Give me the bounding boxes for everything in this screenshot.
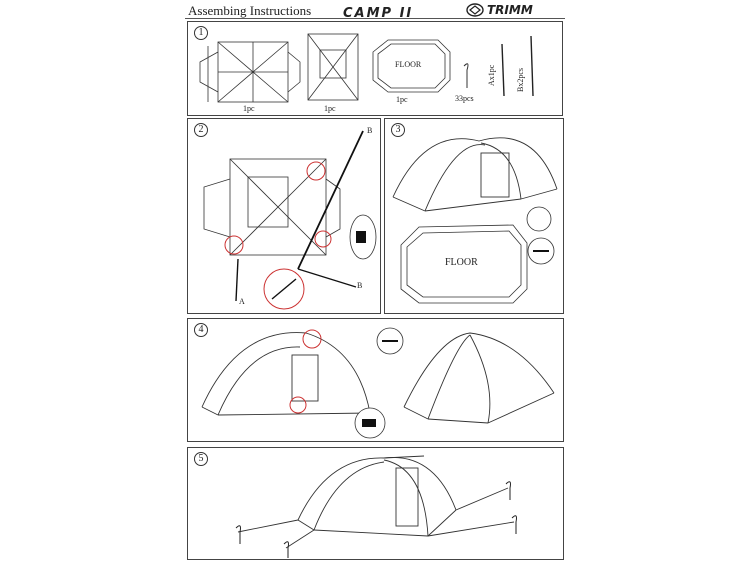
- step-2-pole-insertion-illustration: [203, 130, 377, 310]
- inner-tent-flat-drawing: [307, 33, 359, 101]
- step-3-floor-attach-illustration: [392, 137, 558, 304]
- step-number: 1: [194, 26, 208, 40]
- pole-b-label-top: B: [367, 126, 373, 135]
- pole-icons: [501, 35, 534, 97]
- step-2-panel: 2 B B A: [187, 118, 381, 314]
- step-5-panel: 5: [187, 447, 564, 560]
- instructions-title: Assembing Instructions: [188, 3, 312, 18]
- brand-name: TRIMM: [487, 3, 533, 17]
- step-number: 5: [194, 452, 208, 466]
- step-number: 4: [194, 323, 208, 337]
- inner-tent-qty: 1pc: [324, 104, 336, 113]
- pole-a-label: A: [239, 297, 245, 306]
- pole-b-label-bottom: B: [357, 281, 363, 290]
- header-divider: [185, 18, 565, 19]
- outer-tent-flat-drawing: [199, 41, 301, 103]
- product-name: CAMP II: [343, 6, 414, 21]
- floor-qty: 1pc: [396, 95, 408, 104]
- brand-emblem-icon: [466, 3, 484, 17]
- pegs-qty: 33pcs: [455, 94, 474, 103]
- peg-icon: [463, 63, 469, 88]
- step-4-inner-tent-hang-illustration: [201, 327, 555, 439]
- step-number: 3: [391, 123, 405, 137]
- pole-a-qty: Ax1pc: [487, 64, 496, 86]
- step-1-panel: 1 1pc 1pc FLOOR 1pc 33pcs Ax1: [187, 21, 563, 116]
- pole-b-qty: Bx2pcs: [516, 68, 525, 92]
- step-1-parts-illustration: [199, 33, 534, 103]
- step-3-panel: 3 FLOOR: [384, 118, 564, 314]
- step-number: 2: [194, 123, 208, 137]
- step-5-flysheet-pitch-illustration: [235, 455, 517, 558]
- brand-logo: TRIMM: [466, 3, 533, 17]
- step-4-panel: 4: [187, 318, 564, 442]
- floor-flat-drawing: [372, 39, 451, 93]
- floor-label: FLOOR: [395, 60, 422, 69]
- outer-tent-qty: 1pc: [243, 104, 255, 113]
- floor-label: FLOOR: [445, 257, 478, 268]
